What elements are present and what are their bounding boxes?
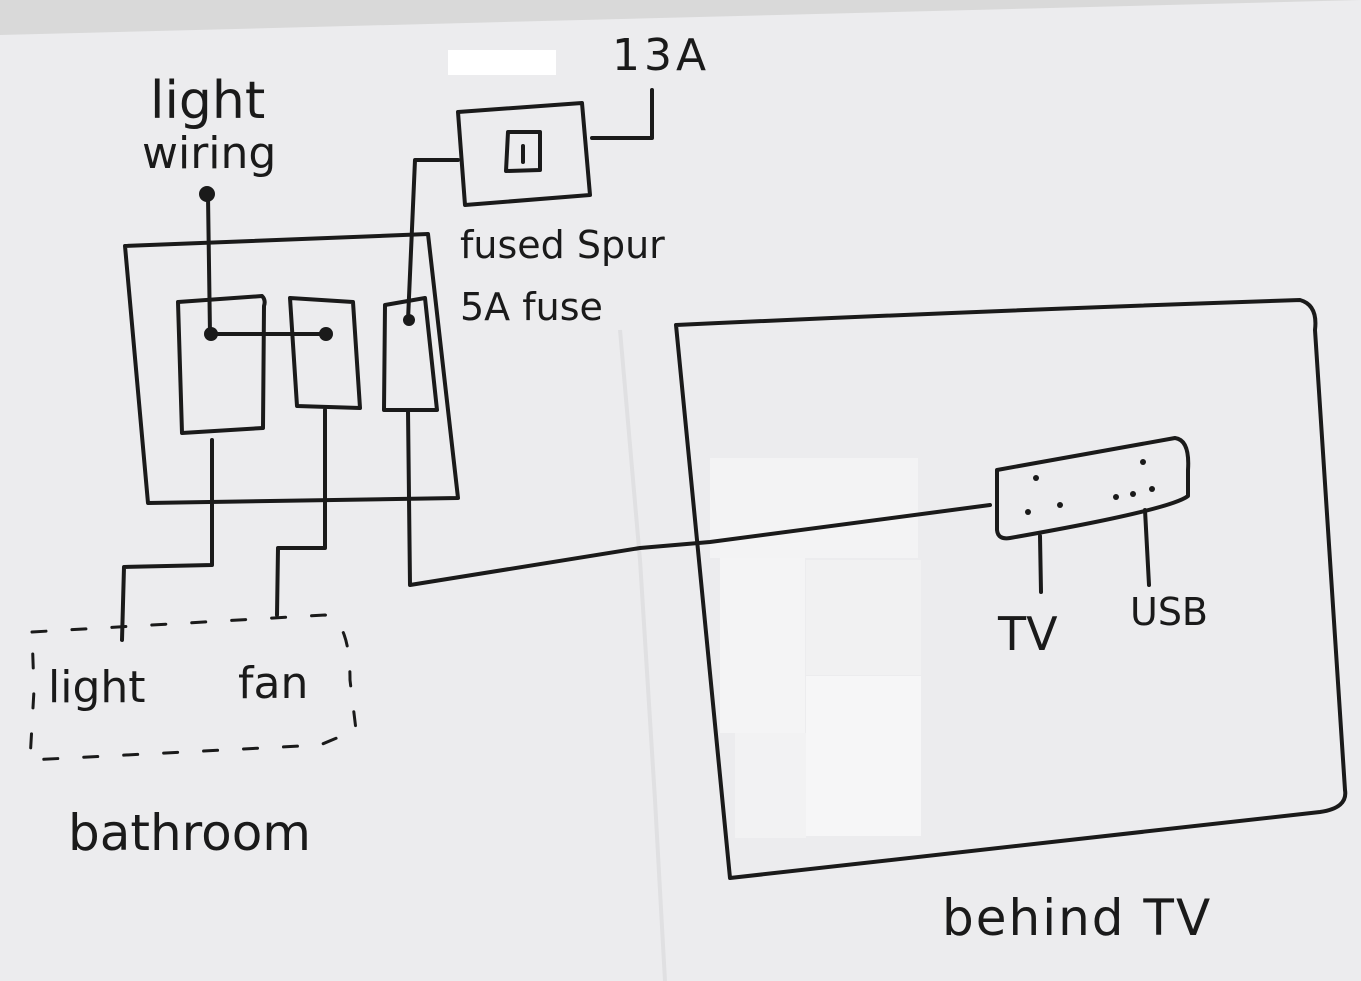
socket-pin [1033, 475, 1039, 481]
usb-output-wire [1143, 508, 1151, 587]
socket-pin [1140, 459, 1146, 465]
tv-output-wire [1038, 534, 1043, 594]
spur-feed-switch [382, 296, 439, 412]
redaction-patch [710, 458, 918, 558]
spur-feed-wire [406, 158, 460, 322]
socket-pin [1057, 502, 1063, 508]
redaction-patch [806, 560, 921, 675]
bathroom-label: bathroom [68, 804, 311, 862]
supply-wire [590, 88, 654, 140]
amp-rating-label: 13A [612, 30, 710, 81]
usb-socket [995, 436, 1191, 541]
redaction-patch [806, 676, 921, 836]
tv-label: TV [997, 607, 1058, 661]
fan-switch-terminal [319, 327, 333, 341]
socket-pin [1025, 509, 1031, 515]
light-wiring-wire [206, 194, 212, 336]
spur-feed-terminal [403, 314, 415, 326]
light-wiring-terminal [199, 186, 215, 202]
light-label: light [48, 662, 146, 713]
fused-spur-box [456, 101, 592, 207]
light-wiring-label-line2: wiring [142, 128, 276, 179]
behind-tv-label: behind TV [942, 889, 1212, 947]
fan-switch [288, 296, 362, 410]
fuse-rating-label: 5A fuse [460, 285, 603, 329]
redaction-patch [735, 733, 806, 838]
behind-tv-area [674, 298, 1348, 880]
fused-spur-label: fused Spur [460, 223, 665, 267]
socket-pin [1130, 491, 1136, 497]
fused-spur-switch-icon [504, 130, 542, 173]
socket-pin [1113, 494, 1119, 500]
light-output-wire [120, 438, 214, 642]
paper-fold [618, 329, 667, 981]
tv-feed-wire [406, 408, 992, 587]
fan-output-wire [275, 408, 327, 617]
back-box [123, 232, 460, 505]
redaction-patch [720, 558, 805, 733]
light-switch-terminal [204, 327, 218, 341]
socket-pin [1149, 486, 1155, 492]
redaction-patch [448, 50, 556, 75]
usb-label: USB [1130, 590, 1208, 634]
fan-label: fan [238, 658, 308, 709]
light-switch [176, 294, 267, 435]
light-wiring-label-line1: light [150, 71, 265, 131]
